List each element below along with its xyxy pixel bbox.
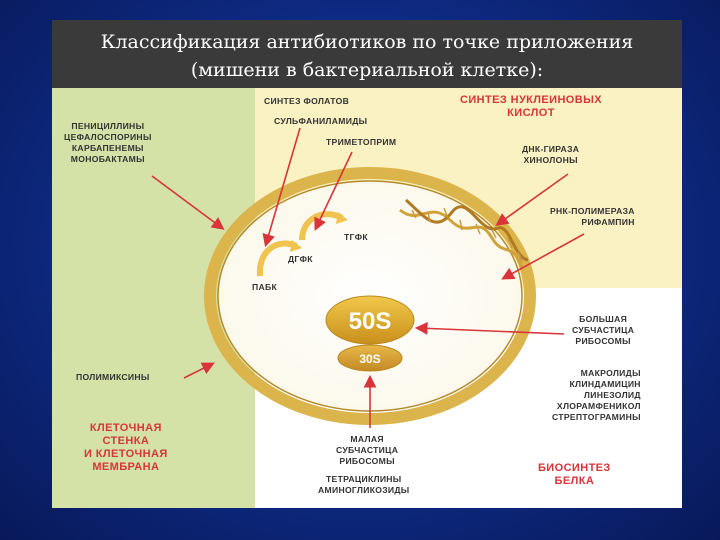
drug-carbapenems: КАРБАПЕНЕМЫ bbox=[71, 143, 144, 153]
arrow-rifampin bbox=[501, 233, 585, 280]
arrow-quinolones bbox=[495, 173, 569, 226]
small-subunit-label: МАЛАЯ СУБЧАСТИЦА РИБОСОМЫ bbox=[336, 434, 399, 466]
rna-polymerase-label: РНК-ПОЛИМЕРАЗА РИФАМПИН bbox=[550, 206, 635, 227]
dna-gyrase-label: ДНК-ГИРАЗА ХИНОЛОНЫ bbox=[522, 144, 580, 165]
ribosome-30s bbox=[337, 344, 403, 372]
dgfk-label: ДГФК bbox=[288, 254, 313, 264]
large-subunit-label: БОЛЬШАЯ СУБЧАСТИЦА РИБОСОМЫ bbox=[572, 314, 635, 346]
tgfk-label: ТГФК bbox=[344, 232, 368, 242]
pabk-label: ПАБК bbox=[252, 282, 278, 292]
folate-header: СИНТЕЗ ФОЛАТОВ bbox=[264, 96, 350, 106]
cell-diagram-svg: 50S 30S bbox=[151, 127, 585, 428]
ribosome-50s bbox=[325, 295, 415, 345]
ribosome-50s-label: 50S bbox=[349, 308, 392, 335]
title-line-2: (мишени в бактериальной клетке): bbox=[190, 59, 544, 81]
target-arrows bbox=[151, 127, 585, 428]
drug-trimethoprim: ТРИМЕТОПРИМ bbox=[326, 137, 397, 147]
pabk-to-dgfk-arrow bbox=[256, 240, 298, 277]
drug-monobactams: МОНОБАКТАМЫ bbox=[70, 154, 145, 164]
drug-cephalosporins: ЦЕФАЛОСПОРИНЫ bbox=[64, 132, 152, 142]
nucleic-acid-header: СИНТЕЗ НУКЛЕИНОВЫХ КИСЛОТ bbox=[460, 94, 603, 119]
small-subunit-drugs: ТЕТРАЦИКЛИНЫ АМИНОГЛИКОЗИДЫ bbox=[318, 474, 410, 495]
protein-synthesis-header: БИОСИНТЕЗ БЕЛКА bbox=[538, 462, 611, 487]
arrow-50s bbox=[414, 321, 565, 335]
diagram-panel: 50S 30S ПЕНИЦИЛЛИНЫ ЦЕФАЛОСПОРИНЫ КАРБАП… bbox=[52, 88, 682, 508]
drug-penicillins: ПЕНИЦИЛЛИНЫ bbox=[71, 121, 145, 131]
arrow-polymyxins bbox=[183, 362, 215, 379]
arrow-cell-wall bbox=[151, 175, 225, 230]
drug-polymyxins: ПОЛИМИКСИНЫ bbox=[76, 372, 150, 382]
arrow-trimethoprim bbox=[314, 151, 353, 231]
large-subunit-drugs: МАКРОЛИДЫ КЛИНДАМИЦИН ЛИНЕЗОЛИД ХЛОРАМФЕ… bbox=[552, 368, 641, 422]
slide-title: Классификация антибиотиков по точке прил… bbox=[52, 20, 682, 88]
cell-wall-drugs: ПЕНИЦИЛЛИНЫ ЦЕФАЛОСПОРИНЫ КАРБАПЕНЕМЫ МО… bbox=[64, 121, 152, 165]
drug-sulfonamides: СУЛЬФАНИЛАМИДЫ bbox=[274, 116, 368, 126]
arrow-sulfonamides bbox=[262, 127, 301, 248]
cell-wall-header: КЛЕТОЧНАЯ СТЕНКА И КЛЕТОЧНАЯ МЕМБРАНА bbox=[84, 422, 168, 473]
title-line-1: Классификация антибиотиков по точке прил… bbox=[100, 31, 634, 53]
ribosome-30s-label: 30S bbox=[359, 352, 380, 366]
dna-helix-icon bbox=[399, 198, 529, 269]
